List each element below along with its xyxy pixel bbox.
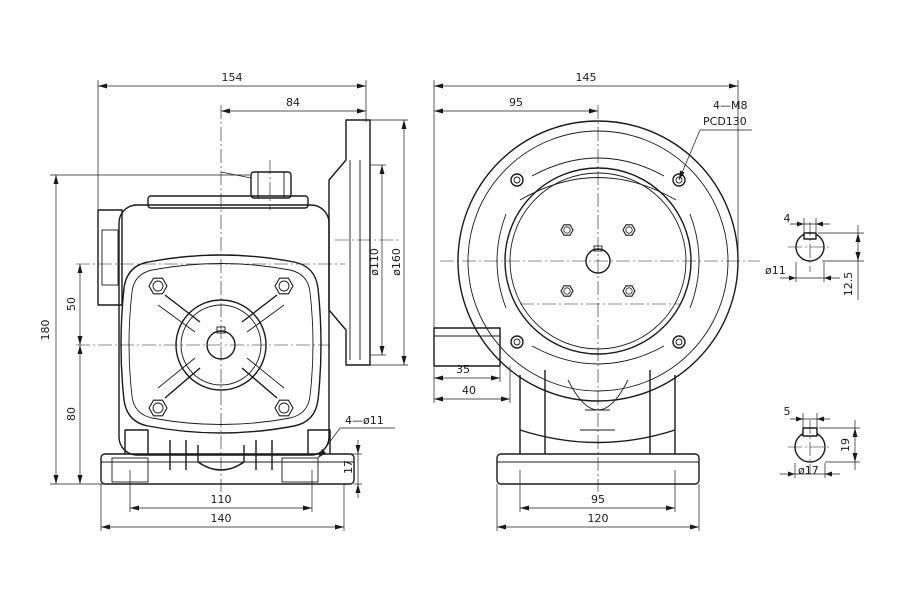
cover-bolt-icon [274,277,294,295]
dim-flange-160: ø160 [390,248,403,276]
detail-output-key-height: 19 [839,438,852,452]
dim-154: 154 [222,71,243,84]
detail-input-key-width: 4 [784,212,791,225]
dim-35: 35 [456,363,470,376]
dim-140: 140 [211,512,232,525]
dim-120: 120 [588,512,609,525]
dim-84: 84 [286,96,300,109]
cover-bolt-icon [148,277,168,295]
front-base-foot [100,453,355,485]
callout-pcd: PCD130 [703,115,747,128]
dim-80: 80 [65,407,78,421]
dim-flange-110: ø110 [368,248,381,276]
front-flange [328,119,371,366]
side-view: 145 95 4—M8 PCD130 35 40 95 [433,71,760,531]
detail-output-diameter: ø17 [798,464,819,477]
detail-input-shaft: 4 12.5 ø11 [765,212,864,300]
dim-17: 17 [342,460,355,474]
dim-95-top: 95 [509,96,523,109]
pcd-bolt-icon [510,335,524,349]
face-bolt-icon [622,285,636,297]
face-bolt-icon [622,224,636,236]
detail-input-diameter: ø11 [765,264,786,277]
detail-output-bore: 5 19 ø17 [780,405,860,478]
dim-40: 40 [462,384,476,397]
dim-110: 110 [211,493,232,506]
callout-bolts: 4—M8 [713,99,748,112]
dim-180: 180 [39,320,52,341]
pcd-bolt-icon [672,173,686,187]
front-cover-plate [120,254,322,434]
dim-50: 50 [65,297,78,311]
front-view: 154 84 180 50 80 ø110 [39,71,408,531]
front-housing [118,204,330,456]
cover-bolt-icon [148,399,168,417]
face-bolt-icon [560,285,574,297]
callout-mount-holes: 4—ø11 [345,414,384,427]
dim-95-bottom: 95 [591,493,605,506]
detail-input-key-height: 12.5 [842,272,855,297]
face-bolt-icon [560,224,574,236]
side-input-shaft [433,327,501,367]
pcd-bolt-icon [672,335,686,349]
pcd-bolt-icon [510,173,524,187]
cover-bolt-icon [274,399,294,417]
breather-plug [250,171,292,199]
detail-output-key-width: 5 [784,405,791,418]
dim-145: 145 [576,71,597,84]
